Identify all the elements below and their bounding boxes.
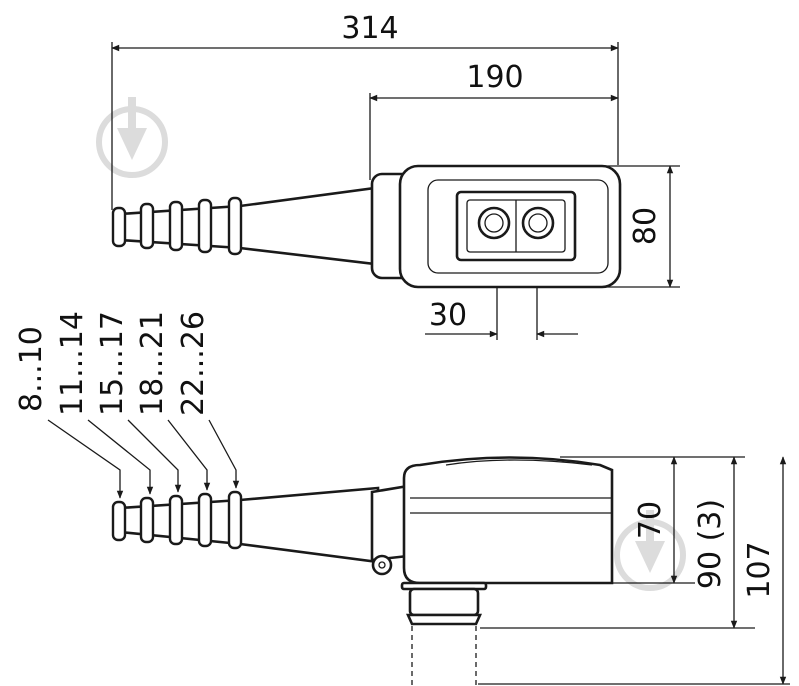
dim-button-pitch: 30	[429, 298, 467, 333]
side-view: 8...10 11...14 15...17 18...21 22...26	[14, 311, 790, 686]
dim-housing-height: 70	[633, 501, 668, 539]
dim-housing-width: 80	[628, 207, 663, 245]
dim-overall-length: 314	[341, 11, 398, 46]
dim-height-with-cap: 90 (3)	[693, 499, 728, 589]
cable-range-label: 18...21	[135, 311, 170, 416]
cable-range-label: 15...17	[95, 311, 130, 416]
top-view: 314 190 80 30	[111, 11, 680, 340]
dim-housing-length: 190	[466, 60, 523, 95]
dim-total-height: 107	[742, 541, 777, 598]
cable-range-label: 8...10	[14, 326, 49, 412]
watermark-logo-icon	[614, 510, 686, 591]
watermark-logo-icon	[96, 97, 168, 178]
cable-range-label: 11...14	[55, 311, 90, 416]
cable-range-label: 22...26	[176, 311, 211, 416]
